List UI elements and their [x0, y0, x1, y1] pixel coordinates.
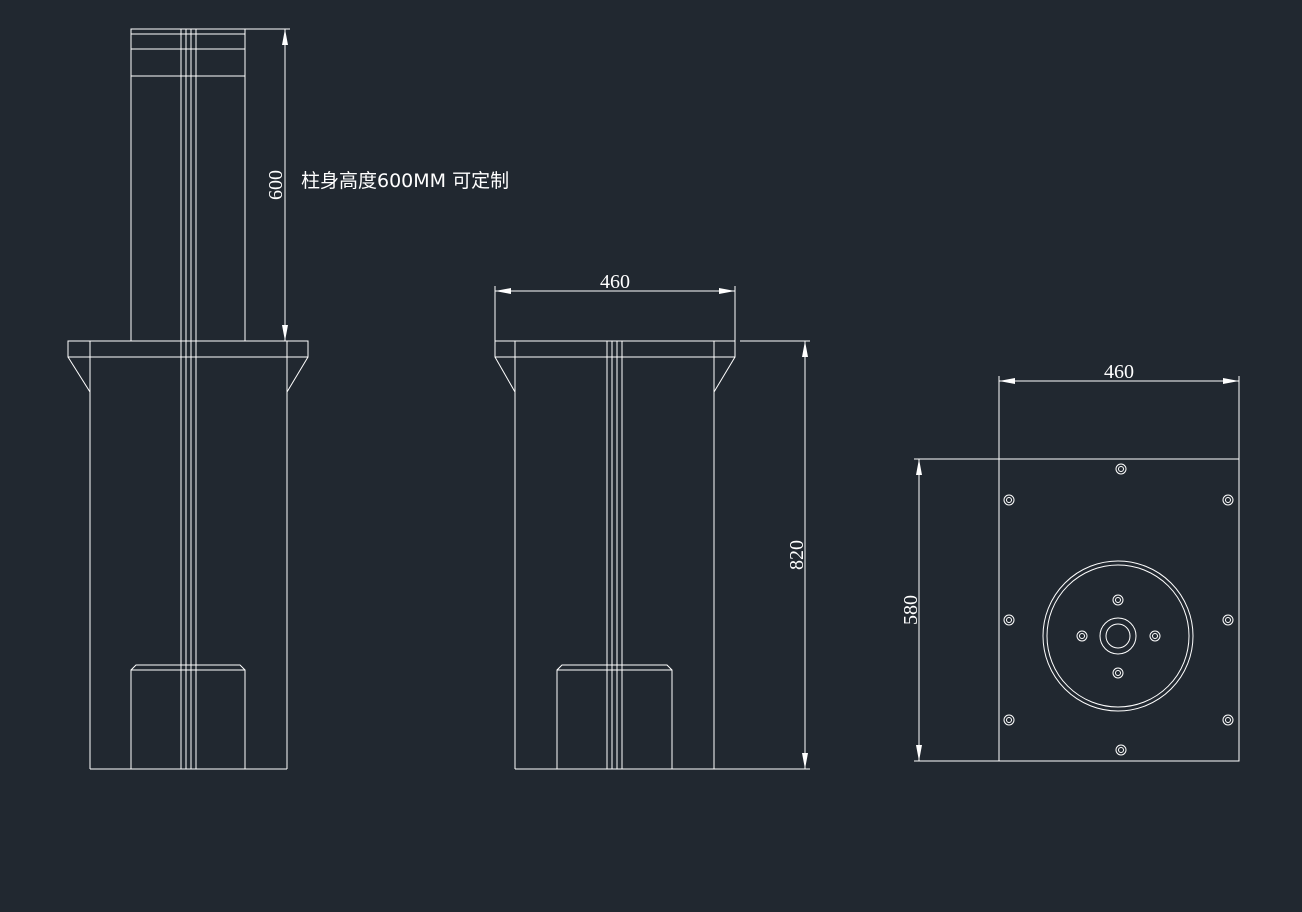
plate-depth-label: 580	[900, 595, 922, 625]
width-label: 460	[600, 271, 630, 293]
flange-bolt-hole	[1076, 630, 1088, 642]
plate-width-dimension: 460	[998, 361, 1240, 459]
base-plate-plan-view: 460 580	[900, 361, 1240, 762]
base-plate	[998, 458, 1240, 762]
centre-bore-outer	[1099, 617, 1137, 655]
plate-width-label: 460	[1104, 361, 1134, 383]
plate-depth-dimension: 580	[900, 458, 999, 762]
flange-taper-left	[67, 356, 91, 393]
centre-bore-inner	[1105, 623, 1131, 649]
post-height-note: 柱身高度600MM 可定制	[301, 170, 509, 192]
mounting-hole	[1222, 614, 1234, 626]
flange-bolt-hole	[1112, 594, 1124, 606]
post-height-dimension: 600	[245, 28, 290, 342]
flange-taper-right	[713, 356, 736, 393]
mounting-hole	[1115, 463, 1127, 475]
flange-bolt-holes	[1076, 594, 1161, 679]
lower-cylinder	[130, 664, 246, 769]
top-flange	[67, 340, 309, 358]
width-dimension: 460	[494, 271, 736, 341]
mounting-hole	[1003, 614, 1015, 626]
flange-bolt-hole	[1112, 667, 1124, 679]
lower-cylinder	[556, 664, 673, 769]
height-dimension: 820	[714, 340, 810, 770]
flange-bolt-hole	[1149, 630, 1161, 642]
retracted-front-view: 460 820	[494, 271, 810, 770]
top-flange	[494, 340, 736, 358]
central-flange-outer	[1042, 560, 1194, 712]
mounting-hole	[1222, 714, 1234, 726]
height-label: 820	[786, 540, 808, 570]
raised-front-view: 600 柱身高度600MM 可定制	[67, 28, 509, 770]
mounting-hole	[1003, 494, 1015, 506]
mounting-hole	[1003, 714, 1015, 726]
central-flange-inner	[1046, 564, 1190, 708]
mounting-holes	[1003, 463, 1234, 756]
flange-taper-right	[286, 356, 309, 393]
mounting-hole	[1115, 744, 1127, 756]
mounting-hole	[1222, 494, 1234, 506]
post-height-label: 600	[265, 170, 287, 200]
flange-taper-left	[494, 356, 516, 393]
